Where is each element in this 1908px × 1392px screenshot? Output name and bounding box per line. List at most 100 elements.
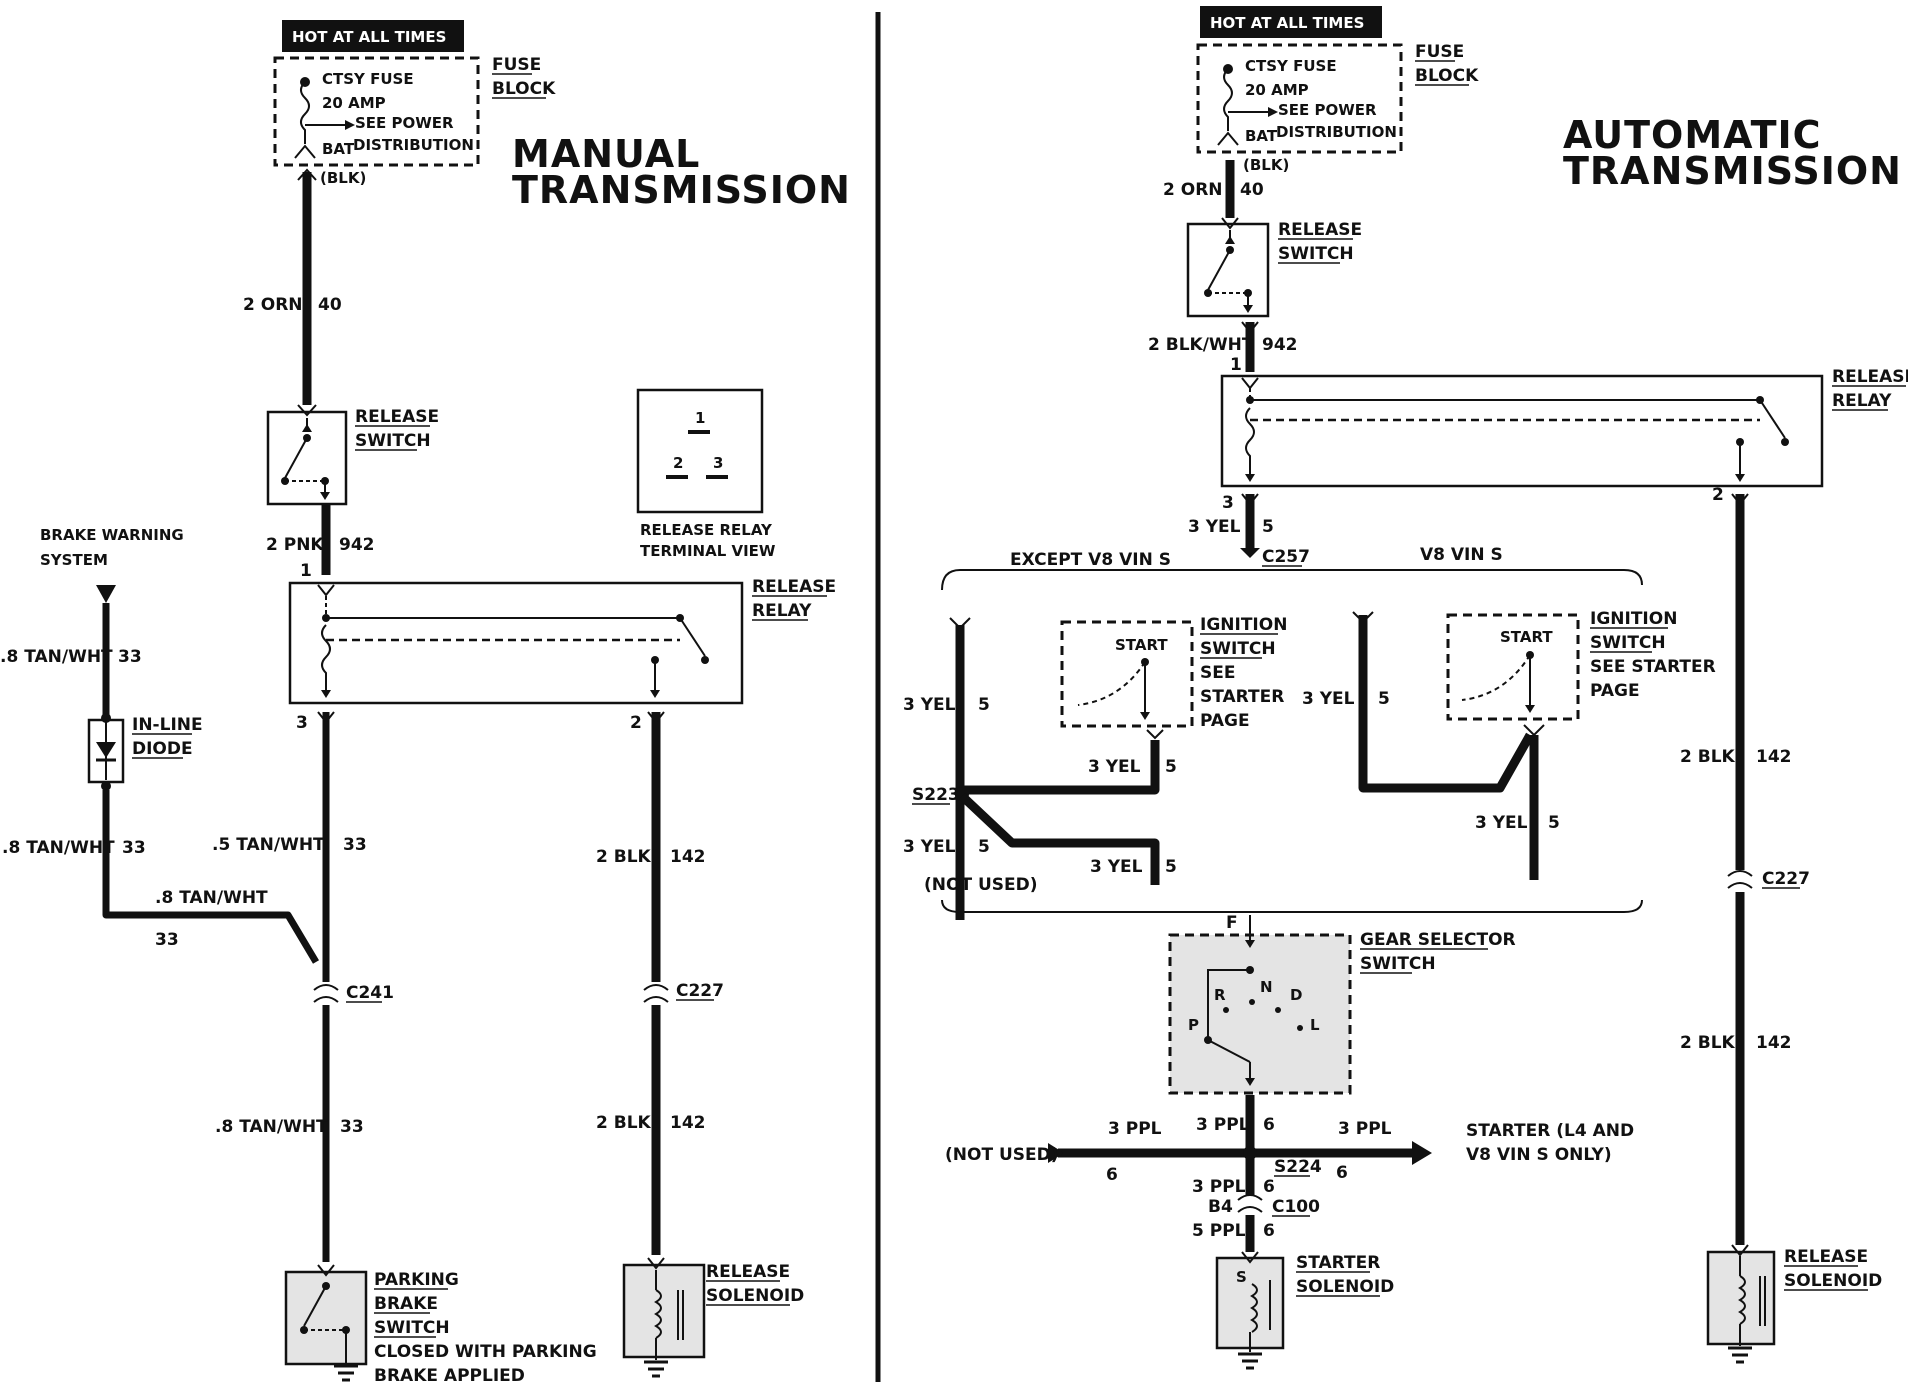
manual-inline-diode [87, 713, 125, 791]
manual-fuse-block-label2: BLOCK [492, 79, 556, 99]
manual-w6-circuit: 142 [670, 1113, 706, 1133]
manual-panel: MANUAL TRANSMISSION HOT AT ALL TIMES CTS… [0, 20, 851, 1386]
manual-pbs-label1: PARKING [374, 1270, 459, 1290]
auto-bracket-bottom [941, 899, 1643, 913]
auto-yel-b-circuit: 5 [1165, 757, 1177, 777]
manual-w5-circuit: 142 [670, 847, 706, 867]
auto-gear-label1: GEAR SELECTOR [1360, 930, 1516, 950]
manual-w1-circuit: 40 [318, 295, 342, 315]
auto-s1: S [1236, 1268, 1247, 1286]
manual-w4-color: .8 TAN/WHT [215, 1117, 328, 1137]
auto-see-power: SEE POWER [1278, 101, 1377, 119]
auto-starter-arrow [1412, 1141, 1432, 1165]
auto-ppl-d-color: 3 PPL [1192, 1177, 1246, 1197]
manual-wire-33b [102, 790, 320, 964]
auto-w1-circuit: 40 [1240, 180, 1264, 200]
manual-pbs-label4: CLOSED WITH PARKING [374, 1342, 597, 1362]
auto-gear-selector-switch: N R D P L [1168, 915, 1352, 1095]
auto-yel-f-circuit: 5 [1548, 813, 1560, 833]
auto-yel-a-color: 3 YEL [903, 695, 956, 715]
manual-w5-color: 2 BLK [596, 847, 652, 867]
manual-pin2: 2 [630, 713, 642, 733]
auto-gear-l: L [1310, 1016, 1320, 1034]
auto-bat: BAT [1245, 127, 1278, 145]
auto-c100: C100 [1272, 1197, 1320, 1217]
manual-fuse-name: CTSY FUSE [322, 70, 414, 88]
auto-release-switch-label1: RELEASE [1278, 220, 1362, 240]
auto-pin2: 2 [1712, 485, 1724, 505]
auto-ign-right-label3: SEE STARTER [1590, 657, 1716, 677]
auto-yel-e-color: 3 YEL [1302, 689, 1355, 709]
auto-v8: V8 VIN S [1420, 545, 1503, 565]
manual-c241: C241 [346, 983, 394, 1003]
auto-yel-c-circuit: 5 [978, 837, 990, 857]
auto-w2-circuit: 942 [1262, 335, 1298, 355]
auto-fuse-name: CTSY FUSE [1245, 57, 1337, 75]
automatic-panel: AUTOMATIC TRANSMISSION HOT AT ALL TIMES … [903, 6, 1908, 1370]
auto-ppl-d-circuit: 6 [1263, 1177, 1275, 1197]
auto-fuse-block-label1: FUSE [1415, 42, 1464, 62]
auto-gear-n: N [1260, 978, 1273, 996]
manual-w3-circuit: 33 [343, 835, 367, 855]
auto-ign-right-label4: PAGE [1590, 681, 1640, 701]
auto-relay-label2: RELAY [1832, 391, 1892, 411]
auto-starter-sol-label2: SOLENOID [1296, 1277, 1394, 1297]
auto-relay-label1: RELEASE [1832, 367, 1908, 387]
auto-release-switch [1186, 217, 1270, 318]
manual-w1-color: 2 ORN [243, 295, 303, 315]
manual-title-line2: TRANSMISSION [512, 168, 851, 212]
auto-title-line1: AUTOMATIC [1563, 113, 1822, 157]
manual-w6-color: 2 BLK [596, 1113, 652, 1133]
auto-pin-f: F [1226, 913, 1238, 933]
manual-w2-circuit: 942 [339, 535, 375, 555]
manual-release-switch-label2: SWITCH [355, 431, 431, 451]
auto-ign-left-start: START [1115, 636, 1168, 654]
manual-hot-label: HOT AT ALL TIMES [292, 28, 446, 46]
auto-gear-r: R [1214, 986, 1226, 1004]
auto-starter-solenoid: S [1215, 1251, 1285, 1370]
auto-ppl-left-circuit: 6 [1106, 1165, 1118, 1185]
manual-solenoid-label2: SOLENOID [706, 1286, 804, 1306]
auto-bracket-top [941, 569, 1643, 591]
auto-gear-p: P [1188, 1016, 1199, 1034]
auto-ppl-e-color: 5 PPL [1192, 1221, 1246, 1241]
auto-yel-a-circuit: 5 [978, 695, 990, 715]
manual-blk-label: (BLK) [320, 169, 366, 187]
manual-title-line1: MANUAL [512, 132, 700, 176]
manual-w4-circuit: 33 [340, 1117, 364, 1137]
auto-except-v8: EXCEPT V8 VIN S [1010, 550, 1171, 570]
auto-hot-banner [1200, 6, 1382, 38]
manual-terminal-view: 1 2 3 [636, 388, 764, 514]
manual-see-power: SEE POWER [355, 114, 454, 132]
auto-starter-label1: STARTER (L4 AND [1466, 1121, 1634, 1141]
manual-c227: C227 [676, 981, 724, 1001]
manual-diode-label2: DIODE [132, 739, 193, 759]
auto-s223: S223 [912, 785, 960, 805]
manual-diode-label1: IN-LINE [132, 715, 203, 735]
auto-yel-d-color: 3 YEL [1090, 857, 1143, 877]
auto-distribution: DISTRIBUTION [1276, 123, 1397, 141]
manual-bw-color-c: .8 TAN/WHT [155, 888, 268, 908]
auto-title-line2: TRANSMISSION [1563, 149, 1902, 193]
auto-ignition-switch-left: START [1060, 620, 1194, 740]
auto-pin1: 1 [1230, 355, 1242, 375]
auto-wire-5-v8 [1358, 615, 1534, 793]
auto-blk-label: (BLK) [1243, 156, 1289, 174]
auto-w6-circuit: 142 [1756, 1033, 1792, 1053]
auto-ign-right-label1: IGNITION [1590, 609, 1677, 629]
auto-wire-5-lower [958, 792, 1160, 885]
auto-ppl-a-color: 3 PPL [1108, 1119, 1162, 1139]
auto-gear-d: D [1290, 986, 1302, 1004]
manual-tv-pin3: 3 [713, 454, 723, 472]
auto-release-solenoid [1706, 1244, 1776, 1364]
auto-starter-label2: V8 VIN S ONLY) [1466, 1145, 1612, 1165]
manual-pbs-label2: BRAKE [374, 1294, 438, 1314]
manual-brake-warning-label1: BRAKE WARNING [40, 526, 184, 544]
auto-wire-5-to-ign [962, 740, 1160, 795]
auto-yel-e-circuit: 5 [1378, 689, 1390, 709]
auto-starter-sol-label1: STARTER [1296, 1253, 1380, 1273]
auto-ign-left-label2: SWITCH [1200, 639, 1276, 659]
manual-release-solenoid [622, 1257, 706, 1378]
auto-ign-left-label3: SEE [1200, 663, 1235, 683]
